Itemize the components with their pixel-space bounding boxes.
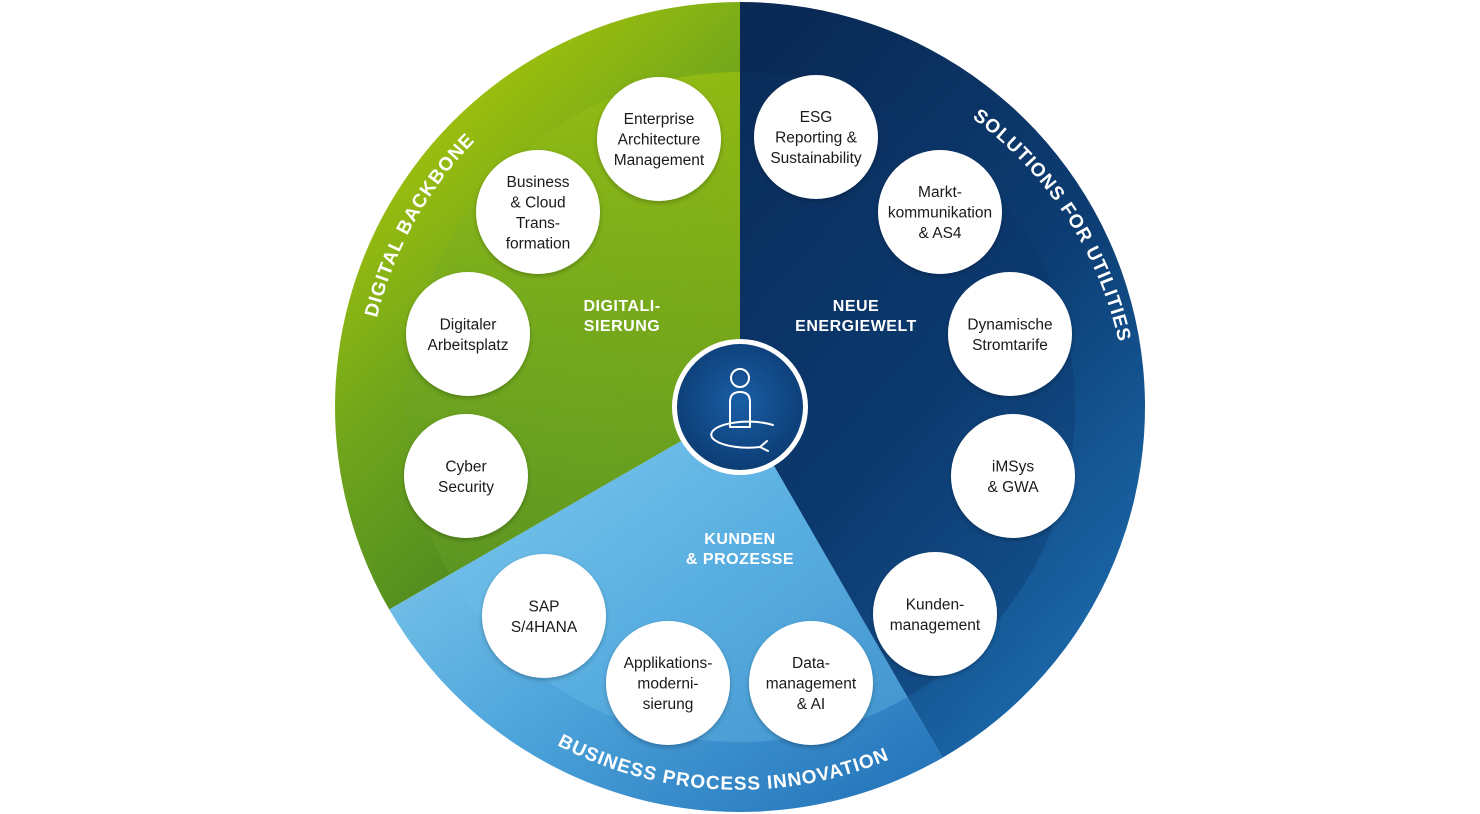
node-circle — [878, 150, 1002, 274]
node-label-line: Trans- — [516, 215, 560, 232]
node-label: SAP S/4HANA — [511, 598, 578, 636]
center-disc — [677, 344, 803, 470]
node-imsys-gwa[interactable]: iMSys & GWA — [951, 414, 1075, 538]
person-rotate-icon — [710, 368, 774, 452]
sector-label-neue-energiewelt: NEUE ENERGIEWELT — [795, 298, 917, 335]
node-circle — [606, 621, 730, 745]
node-label-line: & AI — [797, 696, 825, 713]
sector-label-digitalisierung-line: DIGITALI- — [583, 298, 660, 315]
node-label-line: Business — [507, 174, 570, 191]
node-label-line: SAP — [528, 598, 559, 615]
sector-label-neue-energiewelt-line: ENERGIEWELT — [795, 318, 917, 335]
node-label-line: Applikations- — [624, 655, 713, 672]
node-label: Data-management & AI — [766, 655, 857, 713]
node-circle — [476, 150, 600, 274]
node-label-line: & Cloud — [510, 194, 565, 211]
node-label-line: Sustainability — [770, 150, 862, 167]
node-sap-s4hana[interactable]: SAP S/4HANA — [482, 554, 606, 678]
node-label-line: S/4HANA — [511, 619, 578, 636]
node-label-line: Cyber — [445, 458, 486, 475]
node-marktkommunikation[interactable]: Markt-kommunikation & AS4 — [878, 150, 1002, 274]
sector-label-kunden-prozesse: KUNDEN & PROZESSE — [686, 531, 794, 568]
node-circle — [404, 414, 528, 538]
node-label-line: Architecture — [618, 132, 701, 149]
node-label: iMSys & GWA — [987, 458, 1039, 496]
node-label-line: Data- — [792, 655, 830, 672]
node-label: Markt-kommunikation & AS4 — [888, 184, 992, 242]
node-label-line: management — [890, 617, 981, 634]
node-label-line: Digitaler — [440, 316, 497, 333]
sector-label-digitalisierung-line: SIERUNG — [584, 318, 660, 335]
node-label-line: Security — [438, 479, 494, 496]
sector-label-kunden-prozesse-line: & PROZESSE — [686, 551, 794, 568]
sector-label-digitalisierung: DIGITALI- SIERUNG — [583, 298, 660, 335]
node-circle — [749, 621, 873, 745]
node-circle — [754, 75, 878, 199]
node-label-line: Management — [614, 152, 705, 169]
node-label-line: management — [766, 676, 857, 693]
node-circle — [482, 554, 606, 678]
node-label-line: Reporting & — [775, 130, 858, 147]
node-circle — [951, 414, 1075, 538]
node-label: ESG Reporting & Sustainability — [770, 109, 862, 167]
node-label-line: ESG — [800, 109, 833, 126]
sector-label-kunden-prozesse-line: KUNDEN — [704, 531, 775, 548]
node-circle — [948, 272, 1072, 396]
node-label-line: formation — [506, 235, 571, 252]
node-label: Kunden-management — [890, 596, 981, 634]
node-circle — [873, 552, 997, 676]
node-label-line: & AS4 — [918, 225, 961, 242]
node-kundenmanagement[interactable]: Kunden-management — [873, 552, 997, 676]
sector-labels-layer: DIGITALI- SIERUNG NEUE ENERGIEWELT KUNDEN & P… — [583, 298, 916, 568]
node-circle — [597, 77, 721, 201]
node-label-line: sierung — [643, 696, 694, 713]
center-hub[interactable] — [672, 339, 808, 475]
node-label-line: Stromtarife — [972, 337, 1048, 354]
node-label-line: & GWA — [987, 479, 1039, 496]
node-circle — [406, 272, 530, 396]
node-label: Applikations-moderni-sierung — [624, 655, 713, 713]
node-label-line: Markt- — [918, 184, 962, 201]
node-label-line: Kunden- — [906, 596, 965, 613]
node-label-line: Dynamische — [967, 316, 1052, 333]
node-label-line: iMSys — [992, 458, 1034, 475]
node-applikationsmodernisierung[interactable]: Applikations-moderni-sierung — [606, 621, 730, 745]
sector-label-neue-energiewelt-line: NEUE — [833, 298, 879, 315]
node-datamanagement-ai[interactable]: Data-management & AI — [749, 621, 873, 745]
node-esg-reporting[interactable]: ESG Reporting & Sustainability — [754, 75, 878, 199]
node-label-line: moderni- — [637, 676, 698, 693]
node-label-line: kommunikation — [888, 205, 992, 222]
node-label-line: Arbeitsplatz — [428, 337, 509, 354]
node-label-line: Enterprise — [624, 111, 695, 128]
